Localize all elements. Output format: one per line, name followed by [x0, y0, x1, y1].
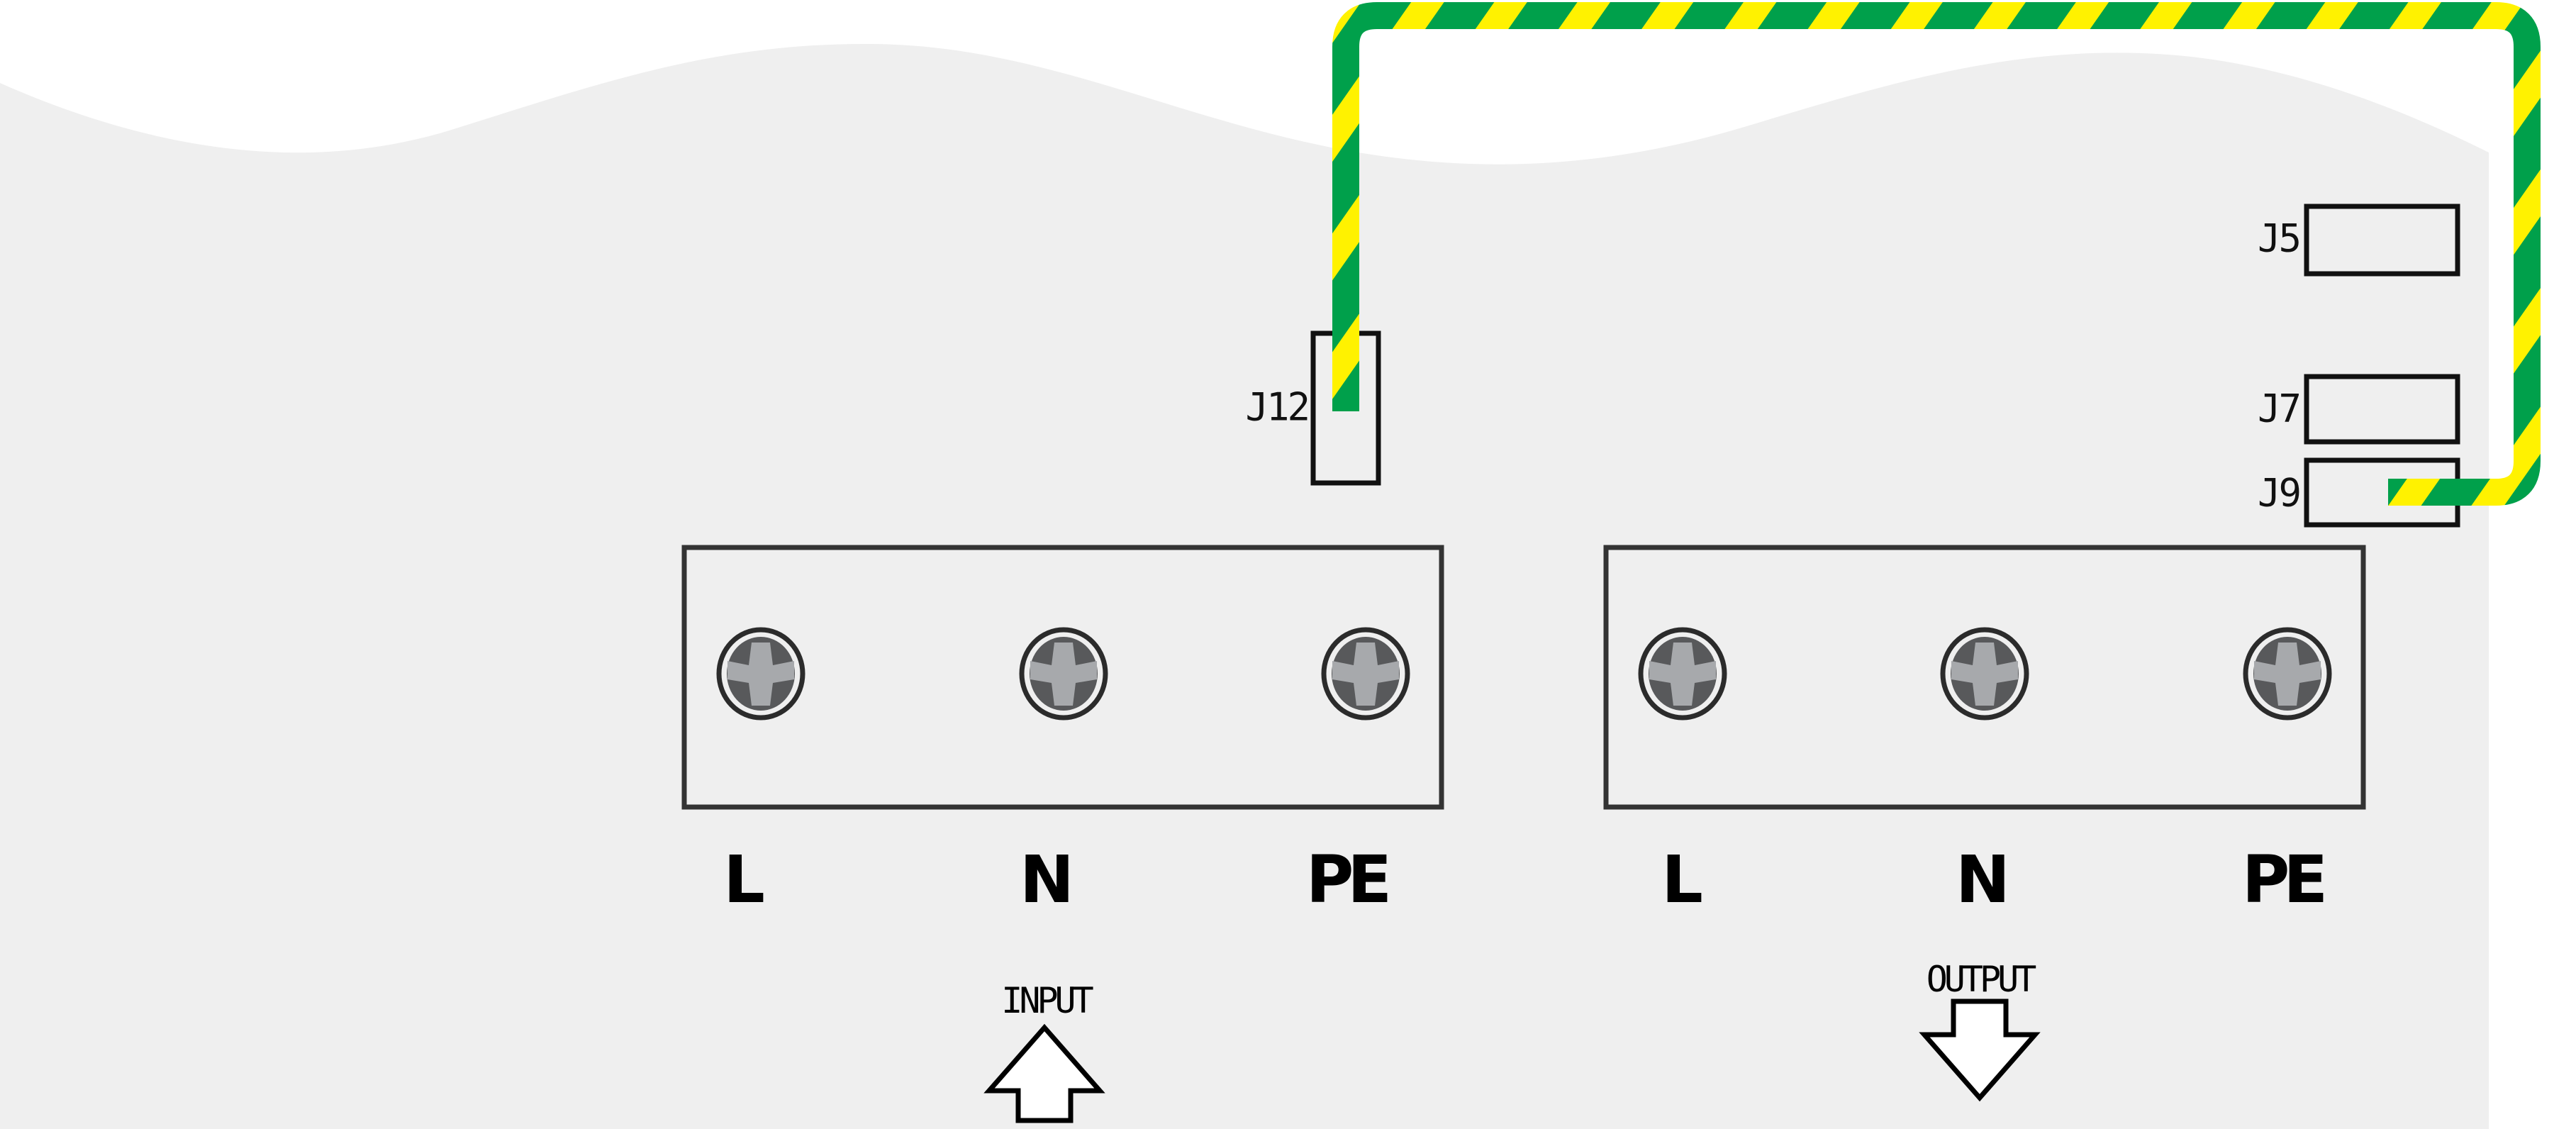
- output-arrow-down-icon: [1919, 999, 2041, 1102]
- input-arrow-up-icon: [983, 1023, 1105, 1123]
- output-terminal-label-n: N: [1956, 842, 2005, 918]
- input-terminal-label-n: N: [1020, 842, 1069, 918]
- connector-j5-body[interactable]: [2304, 204, 2460, 277]
- input-screw-pe[interactable]: [1321, 627, 1410, 721]
- connector-j9-label: J9: [2258, 471, 2299, 516]
- connector-j7-label: J7: [2258, 386, 2299, 431]
- pe-earth-bond-wire[interactable]: [1332, 2, 2541, 506]
- input-direction-label: INPUT: [1001, 980, 1093, 1021]
- connector-j12-label: J12: [1245, 385, 1308, 430]
- output-direction-label: OUTPUT: [1927, 959, 2036, 1000]
- output-terminal-label-pe: PE: [2242, 842, 2324, 918]
- connector-j7[interactable]: J7: [2258, 374, 2460, 445]
- output-screw-n[interactable]: [1940, 627, 2029, 721]
- output-terminal-label-l: L: [1661, 842, 1702, 918]
- pe-wire-body[interactable]: [1332, 2, 2541, 506]
- connector-j5[interactable]: J5: [2258, 204, 2460, 277]
- input-terminal-label-l: L: [723, 842, 764, 918]
- input-screw-l[interactable]: [716, 627, 805, 721]
- connector-j5-label: J5: [2258, 216, 2299, 261]
- output-screw-l[interactable]: [1638, 627, 1727, 721]
- output-screw-pe[interactable]: [2243, 627, 2332, 721]
- terminal-block-output[interactable]: L N PE OUTPUT: [1603, 545, 2366, 1102]
- input-screw-n[interactable]: [1019, 627, 1108, 721]
- terminal-block-input[interactable]: L N PE INPUT: [681, 545, 1444, 1123]
- board-connector-group: J5 J7 J9: [2258, 204, 2460, 528]
- input-terminal-label-pe: PE: [1306, 842, 1388, 918]
- connector-j7-body[interactable]: [2304, 374, 2460, 445]
